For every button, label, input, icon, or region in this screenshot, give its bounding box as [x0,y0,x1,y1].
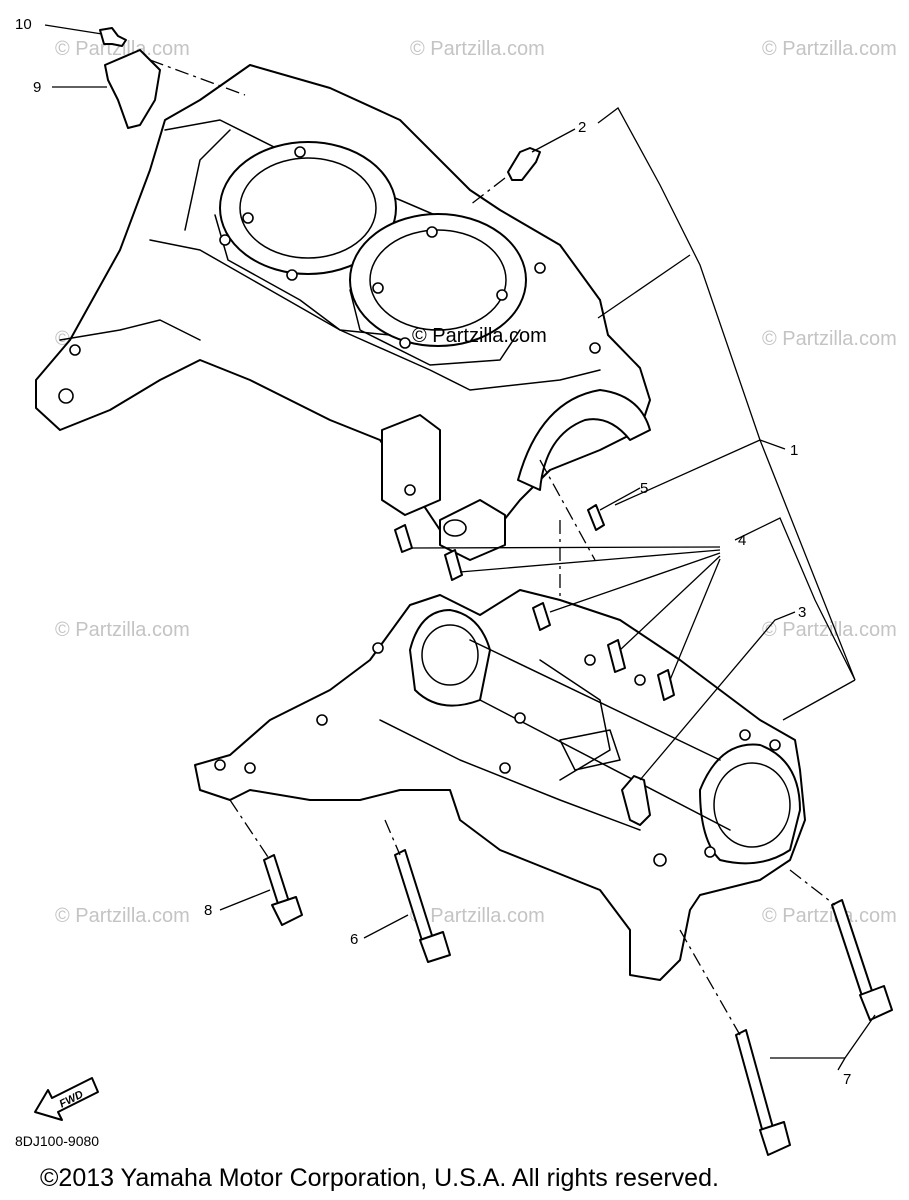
small-parts [99,27,893,1156]
watermark: © Partzilla.com [762,905,897,927]
leader-lines [44,24,876,1071]
fwd-label: FWD [57,1088,85,1110]
callout-4: 4 [738,532,746,549]
watermark: © Partzilla.com [55,38,190,60]
lower-crankcase [194,589,806,981]
callout-5: 5 [640,480,648,497]
watermark: © Partzilla.com [762,328,897,350]
fwd-arrow-icon: FWD [34,1077,99,1121]
center-watermark: © Partzilla.com [412,325,547,347]
watermark: © Partzilla.com [410,38,545,60]
callout-8: 8 [204,902,212,919]
callout-1: 1 [790,442,798,459]
callout-2: 2 [578,119,586,136]
watermark: © Partzilla.com [55,905,190,927]
callout-6: 6 [350,931,358,948]
watermark: © Partzilla.com [55,619,190,641]
callout-9: 9 [33,79,41,96]
callouts: 10 9 2 1 5 4 3 8 6 7 [15,16,851,1088]
alignment-lines [149,59,836,1036]
upper-crankcase [35,64,651,561]
watermark: © Partzilla.com [410,905,545,927]
diagram-code: 8DJ100-9080 [15,1133,99,1149]
watermark: © Partzilla.com [762,38,897,60]
callout-3: 3 [798,604,806,621]
callout-7: 7 [843,1071,851,1088]
callout-10: 10 [15,16,32,33]
copyright-notice: ©2013 Yamaha Motor Corporation, U.S.A. A… [40,1164,719,1192]
